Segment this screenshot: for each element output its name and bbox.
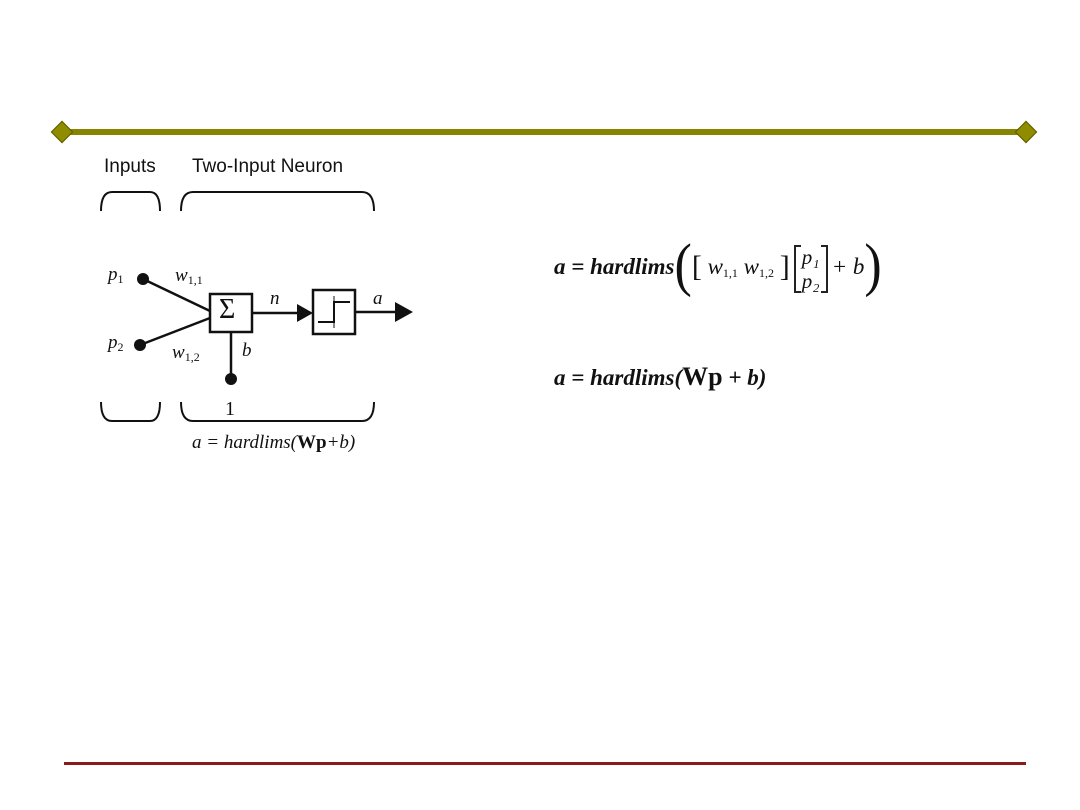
b-label: b [242,340,252,361]
n-label: n [270,288,280,309]
neuron-bottom-brace [180,401,375,422]
neuron-top-brace [180,191,375,212]
inputs-label: Inputs [104,156,156,177]
w12-label: w1,2 [172,342,200,364]
p2-label: p2 [108,332,124,354]
vector-equation: a = hardlims(Wp + b) [554,362,767,391]
bias-dot [225,373,237,385]
inputs-bottom-brace [100,401,161,422]
inputs-top-brace [100,191,161,212]
bias-one-label: 1 [225,398,235,420]
p1-label: p1 [108,264,124,286]
a-arrowhead [395,302,413,322]
n-arrowhead [297,304,313,322]
diagram-equation: a = hardlims(Wp+b) [192,432,356,453]
top-rule [60,129,1026,135]
w12-connection [139,316,211,347]
w11-label: w1,1 [175,265,203,287]
a-label: a [373,288,383,309]
w11-connection [142,277,211,313]
bottom-rule [64,762,1026,765]
sigma-symbol: Σ [219,294,236,325]
two-input-neuron-label: Two-Input Neuron [192,156,344,177]
